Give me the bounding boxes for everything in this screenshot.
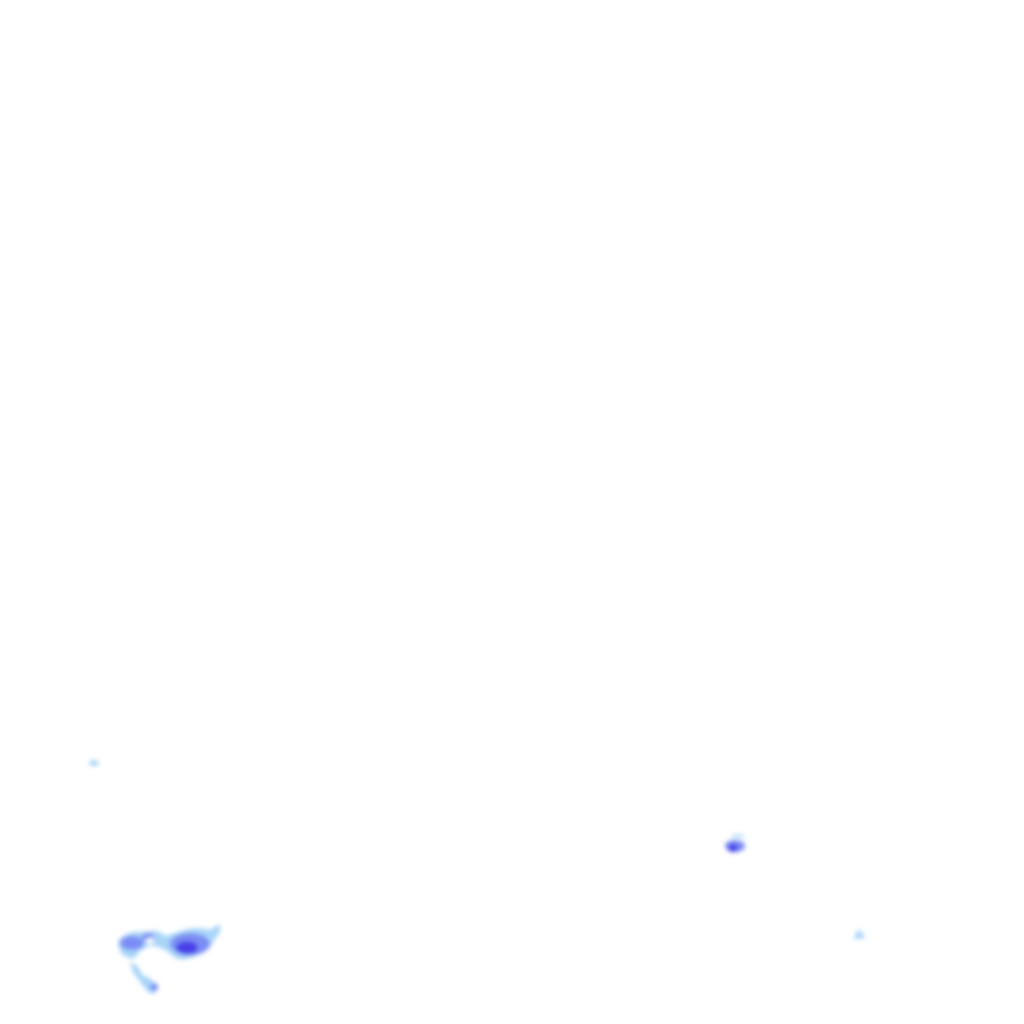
precip-cell-southwest bbox=[118, 924, 221, 994]
precip-cell-southeast bbox=[853, 929, 866, 939]
precip-cell-west bbox=[89, 760, 99, 766]
precip-cell-east bbox=[725, 834, 745, 852]
